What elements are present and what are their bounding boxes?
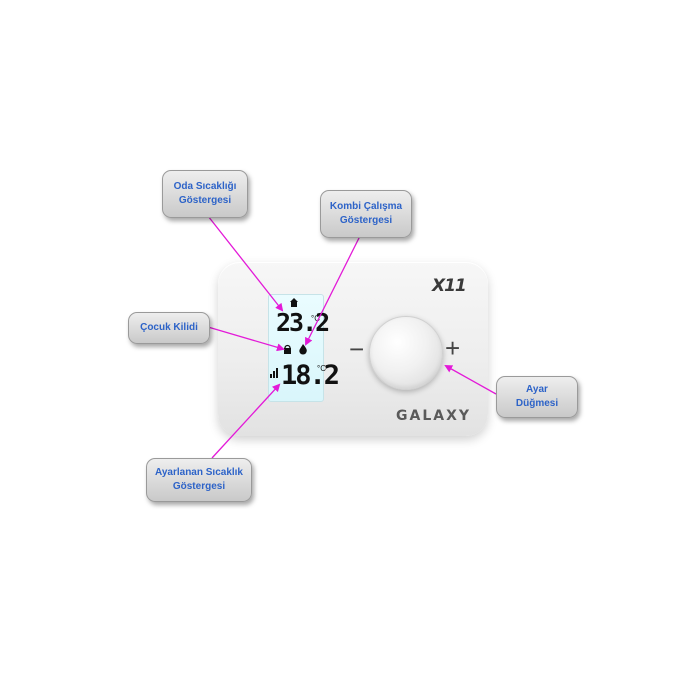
callout-child-lock: Çocuk Kilidi [128,312,210,344]
thermostat-body [218,262,488,436]
adjust-knob[interactable] [369,316,443,390]
leader-child-lock [207,326,285,352]
degree-unit-set: °C [317,364,326,373]
leader-set-temp [211,383,281,459]
leader-combi-indicator [305,235,361,346]
minus-sign: − [349,334,365,364]
leader-room-indicator [207,215,284,312]
lock-icon [284,344,291,354]
callout-adjust-button: Ayar Düğmesi [496,376,578,418]
home-icon [290,298,298,307]
leader-adjust-button [444,365,497,395]
set-temperature-readout: 18.2 [281,360,340,391]
flame-icon [299,344,307,355]
plus-sign: + [445,333,461,363]
signal-bars-icon [270,368,278,378]
model-badge: X11 [432,276,467,296]
callout-room-indicator: Oda Sıcaklığı Göstergesi [162,170,248,218]
callout-combi-indicator: Kombi Çalışma Göstergesi [320,190,412,238]
brand-logo: GALAXY [396,408,472,424]
degree-unit-room: °C [311,314,320,323]
callout-set-temp-indicator: Ayarlanan Sıcaklık Göstergesi [146,458,252,502]
